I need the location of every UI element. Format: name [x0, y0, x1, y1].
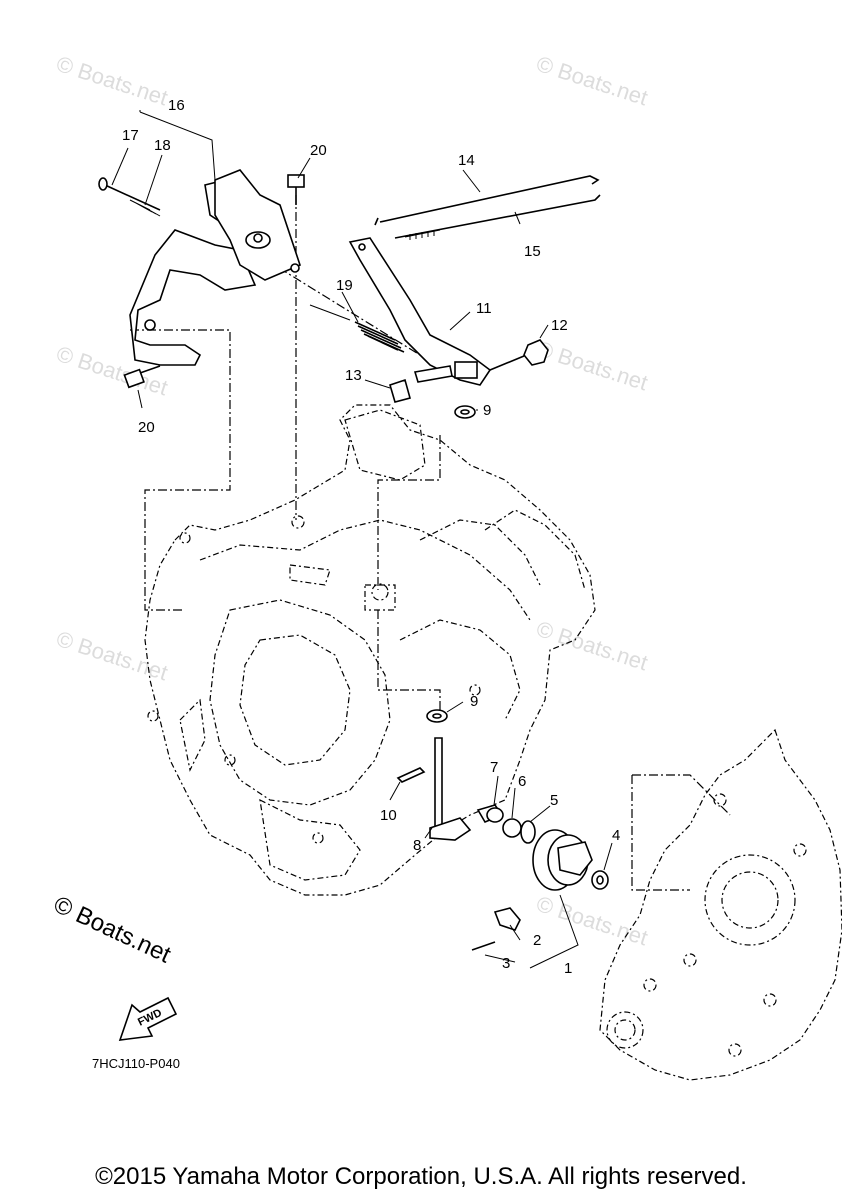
label-12: 12	[551, 317, 568, 334]
crankcase-cover-outline	[599, 728, 842, 1081]
leader-lines	[111, 110, 613, 969]
label-20-bottom: 20	[138, 419, 155, 436]
label-13: 13	[345, 367, 362, 384]
governor-gear-assembly	[471, 804, 609, 951]
label-7: 7	[490, 759, 498, 776]
copyright-text: ©2015 Yamaha Motor Corporation, U.S.A. A…	[95, 1163, 747, 1190]
governor-spring	[309, 304, 405, 353]
watermark-text: © Boats.net	[53, 51, 170, 110]
washer	[426, 405, 476, 723]
label-9-top: 9	[483, 402, 491, 419]
label-2: 2	[533, 932, 541, 949]
label-20-top: 20	[310, 142, 327, 159]
nut	[389, 378, 411, 403]
watermark-text: © Boats.net	[533, 51, 650, 110]
label-9-bottom: 9	[470, 693, 478, 710]
label-1: 1	[564, 960, 572, 977]
crankcase-outline	[144, 404, 596, 896]
governor-lever	[348, 237, 492, 386]
label-6: 6	[518, 773, 526, 790]
bolt	[123, 174, 305, 389]
label-19: 19	[336, 277, 353, 294]
adjust-screw	[98, 177, 161, 217]
label-10: 10	[380, 807, 397, 824]
control-bracket	[129, 169, 301, 366]
label-11: 11	[476, 300, 492, 317]
label-16: 16	[168, 97, 185, 114]
assembly-lines	[130, 195, 731, 891]
watermark-text: © Boats.net	[533, 616, 650, 675]
label-4: 4	[612, 827, 620, 844]
label-17: 17	[122, 127, 139, 144]
fwd-arrow-icon: FWD	[118, 996, 178, 1041]
governor-shaft	[396, 737, 472, 841]
label-14: 14	[458, 152, 475, 169]
linkage-rods	[374, 175, 601, 240]
part-labels: 16 17 18 20 20 14 15 19 11 12 13 9 9 10 …	[122, 97, 620, 977]
label-5: 5	[550, 792, 558, 809]
watermark-text: © Boats.net	[53, 626, 170, 685]
watermark-text: © Boats.net	[533, 336, 650, 395]
diagram-code: 7HCJ110-P040	[92, 1056, 180, 1071]
watermark-text: © Boats.net	[533, 891, 650, 950]
label-15: 15	[524, 243, 541, 260]
label-8: 8	[413, 837, 421, 854]
label-18: 18	[154, 137, 171, 154]
label-3: 3	[502, 955, 510, 972]
boats-net-mark: © Boats.net	[49, 891, 175, 969]
lever-bolt	[489, 339, 549, 371]
